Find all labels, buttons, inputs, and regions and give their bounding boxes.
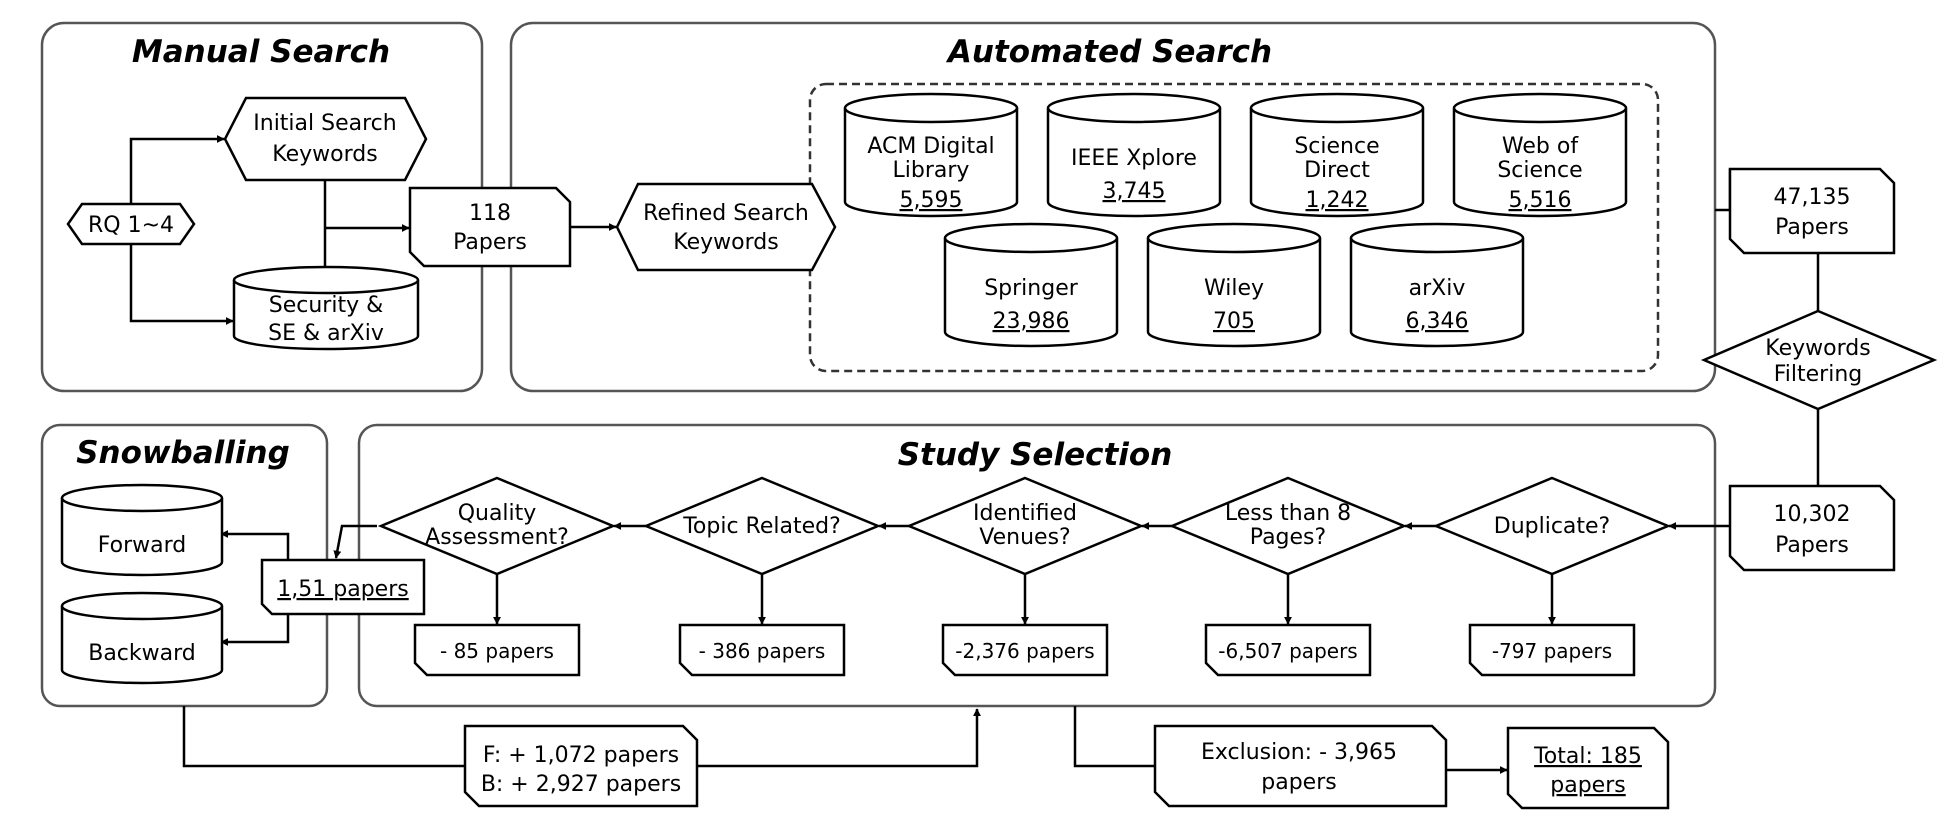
removed-papers-label: - 85 papers xyxy=(440,639,554,663)
removed-papers-label: -797 papers xyxy=(1492,639,1612,663)
removed-papers-box xyxy=(1468,623,1636,677)
decision-question: Quality xyxy=(458,501,537,526)
rq-node xyxy=(66,202,196,246)
decision-question: Less than 8 xyxy=(1225,501,1351,526)
database-cylinder: Wiley 705 xyxy=(1146,222,1322,348)
decision-question: Topic Related? xyxy=(682,514,841,539)
snowball-result-node xyxy=(463,724,699,808)
automated-total-line-2: Papers xyxy=(1775,215,1849,240)
manual-papers-node xyxy=(408,186,572,268)
database-group xyxy=(808,82,1660,373)
removed-papers-label: -2,376 papers xyxy=(955,639,1094,663)
initial-keywords-node xyxy=(223,96,428,182)
database-name: Science xyxy=(1497,158,1582,183)
after-filtering-line-1: 10,302 xyxy=(1774,502,1851,527)
database-count: 5,516 xyxy=(1509,188,1572,213)
database-count: 5,595 xyxy=(900,188,963,213)
removed-papers-label: - 386 papers xyxy=(699,639,826,663)
initial-keywords-line-2: Keywords xyxy=(272,142,377,167)
database-count: 3,745 xyxy=(1103,179,1166,204)
after-filtering-node xyxy=(1728,484,1896,572)
database-name: ACM Digital xyxy=(867,134,994,159)
database-cylinder: arXiv 6,346 xyxy=(1349,222,1525,348)
study-selection-title: Study Selection xyxy=(898,437,1173,473)
initial-keywords-line-1: Initial Search xyxy=(253,111,396,136)
total-line-2: papers xyxy=(1550,773,1625,798)
removed-papers-box xyxy=(678,623,846,677)
snowball-result-line-1: F: + 1,072 papers xyxy=(483,743,679,768)
manual-papers-line-2: Papers xyxy=(453,230,527,255)
keywords-filtering-line-1: Keywords xyxy=(1765,336,1870,361)
snowball-papers-node xyxy=(260,558,426,616)
snowballing-title: Snowballing xyxy=(76,435,290,471)
automated-total-node xyxy=(1728,167,1896,255)
database-name: arXiv xyxy=(1409,276,1466,301)
decision-question: Pages? xyxy=(1250,525,1326,550)
refined-keywords-node xyxy=(615,182,837,272)
exclusion-line-2: papers xyxy=(1261,770,1336,795)
snowball-papers-label: 1,51 papers xyxy=(277,577,408,602)
after-filtering-line-2: Papers xyxy=(1775,533,1849,558)
removed-papers-box xyxy=(413,623,581,677)
decision-question: Identified xyxy=(973,501,1077,526)
database-count: 23,986 xyxy=(993,309,1070,334)
refined-keywords-line-2: Keywords xyxy=(673,230,778,255)
refined-keywords-line-1: Refined Search xyxy=(643,201,809,226)
rq-label: RQ 1~4 xyxy=(88,213,174,238)
backward-label: Backward xyxy=(88,641,196,666)
database-name: Science xyxy=(1294,134,1379,159)
manual-source-cylinder xyxy=(232,265,420,351)
total-line-1: Total: 185 xyxy=(1533,744,1642,769)
manual-source-line-1: Security & xyxy=(269,293,384,318)
selection-step: Topic Related? - 386 papers xyxy=(613,476,882,677)
decision-question: Duplicate? xyxy=(1494,514,1611,539)
manual-source-line-2: SE & arXiv xyxy=(268,321,384,346)
forward-cylinder xyxy=(60,483,224,577)
removed-papers-box xyxy=(1204,623,1372,677)
manual-papers-line-1: 118 xyxy=(469,201,511,226)
database-name: Web of xyxy=(1502,134,1579,159)
database-cylinder: IEEE Xplore 3,745 xyxy=(1046,92,1222,218)
decision-question: Assessment? xyxy=(425,525,569,550)
removed-papers-box xyxy=(941,623,1109,677)
database-name: Wiley xyxy=(1204,276,1264,301)
database-count: 6,346 xyxy=(1406,309,1469,334)
selection-step: Duplicate? -797 papers xyxy=(1404,476,1672,677)
total-node xyxy=(1506,726,1670,810)
backward-cylinder xyxy=(60,591,224,685)
keywords-filtering-line-2: Filtering xyxy=(1774,362,1863,387)
exclusion-node xyxy=(1153,724,1448,808)
decision-question: Venues? xyxy=(979,525,1070,550)
database-count: 705 xyxy=(1213,309,1255,334)
database-name: Library xyxy=(893,158,970,183)
automated-total-line-1: 47,135 xyxy=(1774,185,1851,210)
database-name: IEEE Xplore xyxy=(1071,146,1197,171)
removed-papers-label: -6,507 papers xyxy=(1218,639,1357,663)
database-count: 1,242 xyxy=(1306,188,1369,213)
manual-search-title: Manual Search xyxy=(132,34,390,70)
automated-search-title: Automated Search xyxy=(945,34,1272,70)
database-name: Direct xyxy=(1304,158,1370,183)
database-cylinder: Springer 23,986 xyxy=(943,222,1119,348)
database-name: Springer xyxy=(984,276,1079,301)
forward-label: Forward xyxy=(98,533,186,558)
exclusion-line-1: Exclusion: - 3,965 xyxy=(1201,740,1397,765)
snowball-result-line-2: B: + 2,927 papers xyxy=(481,772,681,797)
